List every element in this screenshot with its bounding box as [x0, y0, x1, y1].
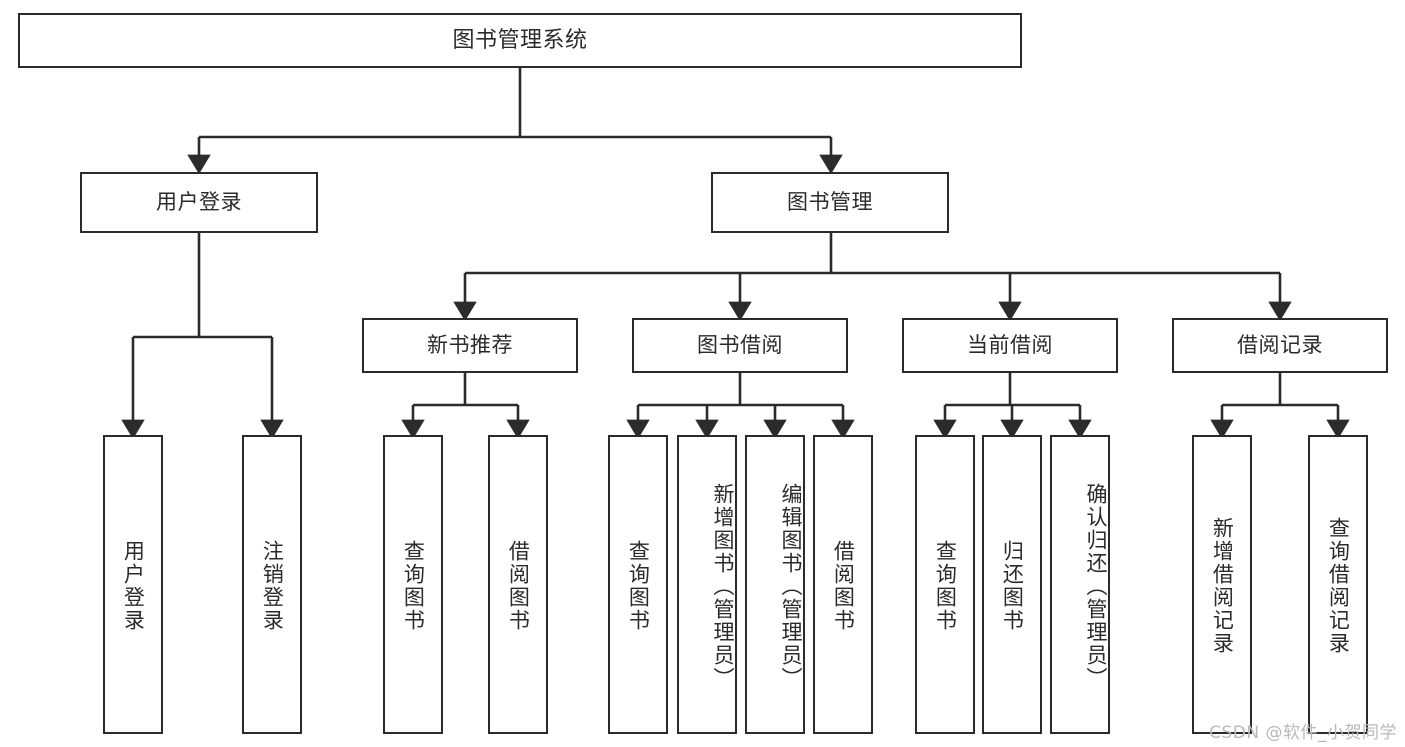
node-leaf-query-borrow-record[interactable]: 查询借阅记录 — [1308, 435, 1368, 734]
node-leaf-return-book[interactable]: 归还图书 — [982, 435, 1042, 734]
csdn-watermark: CSDN @软件_小贺同学 — [1209, 723, 1397, 743]
node-leaf-logout-login[interactable]: 注销登录 — [242, 435, 302, 734]
node-user-login[interactable]: 用户登录 — [80, 172, 318, 233]
node-leaf-edit-book-admin-label: 编辑图书（管理员） — [779, 483, 803, 690]
node-current-borrow[interactable]: 当前借阅 — [902, 318, 1118, 373]
node-leaf-add-book-admin-label: 新增图书（管理员） — [711, 483, 735, 690]
node-leaf-query-book-borrow[interactable]: 查询图书 — [608, 435, 668, 734]
node-leaf-query-book-rec[interactable]: 查询图书 — [383, 435, 443, 734]
node-leaf-user-login[interactable]: 用户登录 — [103, 435, 163, 734]
node-leaf-confirm-return-admin-label: 确认归还（管理员） — [1084, 483, 1108, 690]
node-root-system[interactable]: 图书管理系统 — [18, 13, 1022, 68]
node-leaf-borrow-book-rec-label: 借阅图书 — [506, 539, 531, 632]
node-leaf-add-borrow-record-label: 新增借阅记录 — [1210, 516, 1235, 655]
node-leaf-edit-book-admin[interactable]: 编辑图书（管理员） — [745, 435, 805, 734]
node-borrow-record[interactable]: 借阅记录 — [1172, 318, 1388, 373]
node-new-book-recommend[interactable]: 新书推荐 — [362, 318, 578, 373]
node-leaf-borrow-book-rec[interactable]: 借阅图书 — [488, 435, 548, 734]
node-leaf-query-book-borrow-label: 查询图书 — [626, 539, 651, 632]
node-leaf-return-book-label: 归还图书 — [1000, 539, 1025, 632]
node-book-manage[interactable]: 图书管理 — [711, 172, 949, 233]
node-book-borrow[interactable]: 图书借阅 — [632, 318, 848, 373]
node-leaf-query-book-cur-label: 查询图书 — [933, 539, 958, 632]
node-leaf-confirm-return-admin[interactable]: 确认归还（管理员） — [1050, 435, 1110, 734]
node-leaf-add-book-admin[interactable]: 新增图书（管理员） — [677, 435, 737, 734]
node-leaf-borrow-book-label: 借阅图书 — [831, 539, 856, 632]
node-leaf-query-book-cur[interactable]: 查询图书 — [915, 435, 975, 734]
node-leaf-add-borrow-record[interactable]: 新增借阅记录 — [1192, 435, 1252, 734]
node-leaf-user-login-label: 用户登录 — [121, 539, 146, 632]
node-leaf-logout-login-label: 注销登录 — [260, 539, 285, 632]
node-leaf-query-book-rec-label: 查询图书 — [401, 539, 426, 632]
node-leaf-query-borrow-record-label: 查询借阅记录 — [1326, 516, 1351, 655]
node-leaf-borrow-book[interactable]: 借阅图书 — [813, 435, 873, 734]
